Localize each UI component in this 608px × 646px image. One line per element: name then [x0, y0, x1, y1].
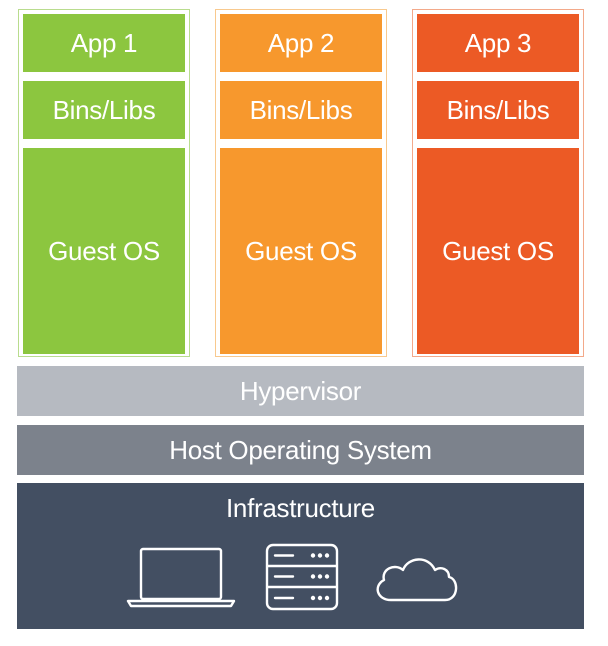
hypervisor-layer: Hypervisor: [17, 366, 584, 416]
app-2-block: App 2: [220, 14, 382, 72]
vm-stack-3: App 3 Bins/Libs Guest OS: [412, 9, 584, 357]
guest-os-2-block: Guest OS: [220, 148, 382, 354]
infrastructure-label: Infrastructure: [226, 493, 375, 523]
laptop-icon: [126, 547, 236, 608]
app-3-block: App 3: [417, 14, 579, 72]
bins-libs-3-block: Bins/Libs: [417, 81, 579, 139]
vm-stack-1: App 1 Bins/Libs Guest OS: [18, 9, 190, 357]
bins-libs-1-block: Bins/Libs: [23, 81, 185, 139]
guest-os-3-block: Guest OS: [417, 148, 579, 354]
bins-libs-2-block: Bins/Libs: [220, 81, 382, 139]
vm-stack-2: App 2 Bins/Libs Guest OS: [215, 9, 387, 357]
infrastructure-layer: Infrastructure: [17, 483, 584, 629]
server-icon: [265, 543, 339, 611]
cloud-icon: [376, 558, 458, 602]
infrastructure-icons: [126, 543, 458, 611]
guest-os-1-block: Guest OS: [23, 148, 185, 354]
host-os-layer: Host Operating System: [17, 425, 584, 475]
app-1-block: App 1: [23, 14, 185, 72]
